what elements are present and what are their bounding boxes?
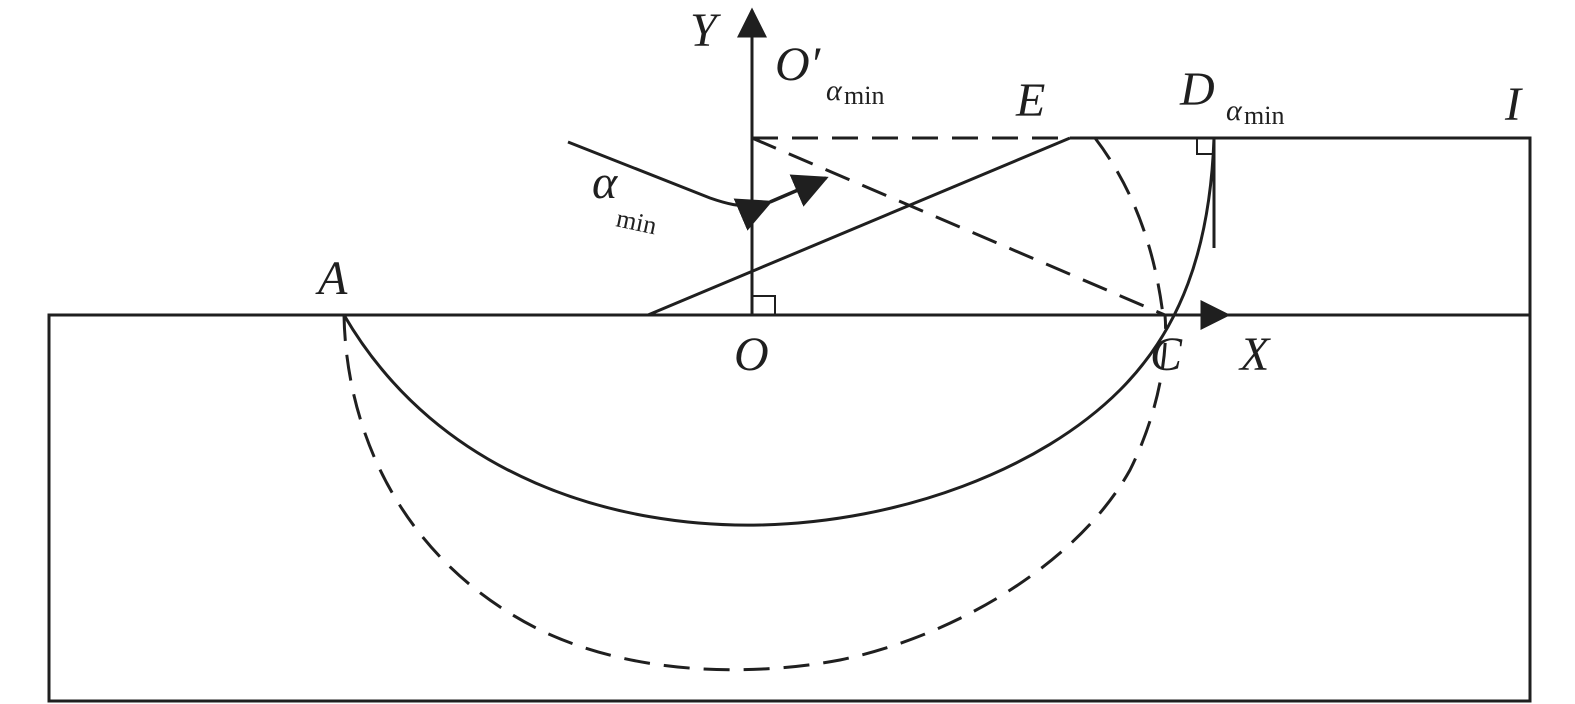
label-a: A — [315, 252, 348, 305]
slip-surface-dashed — [342, 314, 1168, 672]
label-x-axis: X — [1238, 328, 1271, 381]
right-angle-d — [1196, 138, 1214, 155]
dashed-o-prime-c — [751, 136, 1166, 317]
label-y-axis: Y — [690, 4, 721, 57]
label-c: C — [1150, 328, 1183, 381]
label-e: E — [1015, 74, 1045, 127]
label-d-sub-alpha: α — [1226, 94, 1243, 127]
slip-surface-solid — [342, 137, 1216, 527]
ground-block — [47, 313, 1532, 703]
crest-outline — [1070, 136, 1532, 315]
label-i: I — [1504, 78, 1523, 131]
label-alpha: α — [592, 156, 618, 209]
slope-line — [647, 136, 1071, 317]
right-angle-o — [752, 295, 776, 315]
label-d-sub-min: min — [1244, 101, 1284, 130]
dashed-arc-small — [1093, 137, 1165, 316]
label-o-prime-sub-min: min — [844, 81, 884, 110]
label-o-prime-sub-alpha: α — [826, 74, 843, 107]
label-o: O — [734, 328, 769, 381]
label-alpha-sub: min — [614, 204, 660, 241]
alpha-double-arrow — [733, 174, 829, 231]
label-d: D — [1179, 63, 1215, 116]
label-o-prime: O′ — [775, 38, 822, 91]
